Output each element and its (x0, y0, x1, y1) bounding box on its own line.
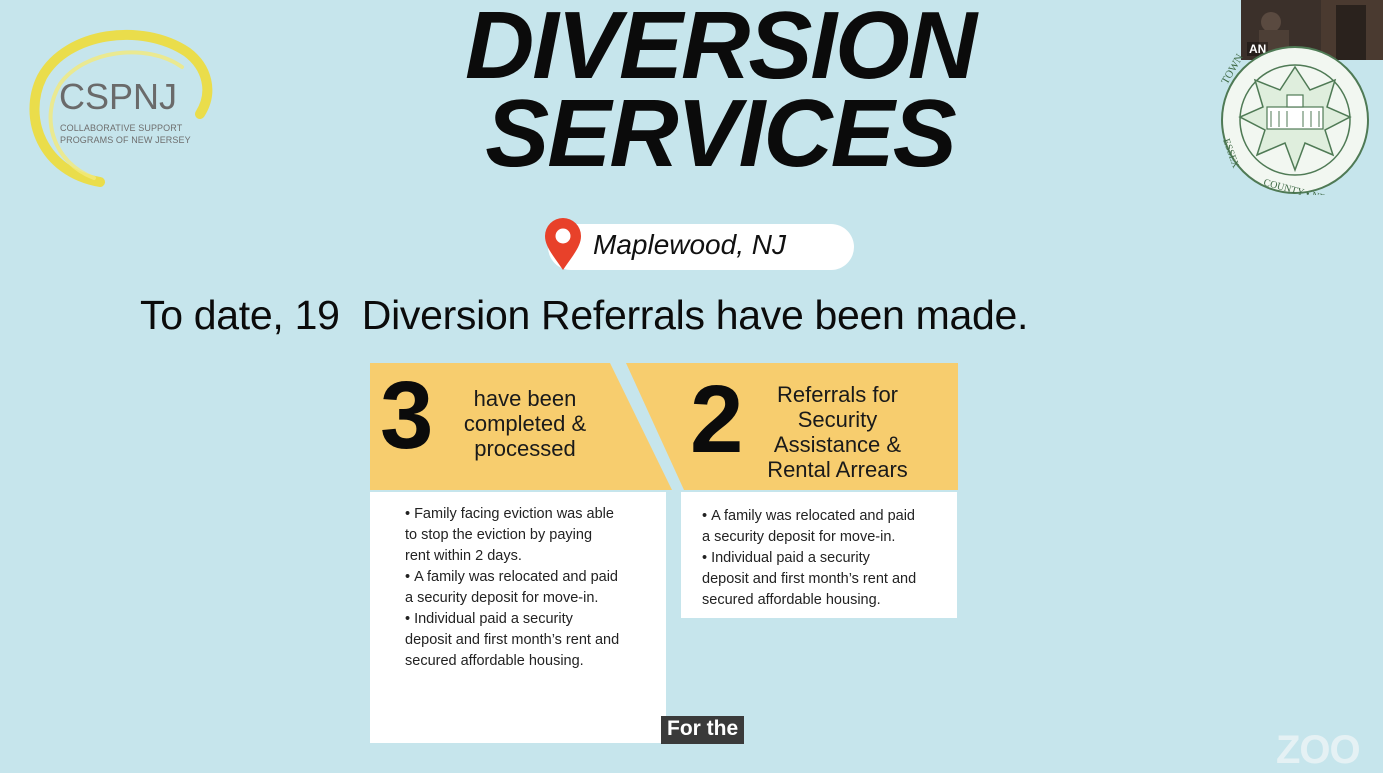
zoom-watermark: ZOO (1276, 728, 1361, 772)
logo-arc-icon (29, 29, 213, 187)
cspnj-logo: CSPNJ COLLABORATIVE SUPPORT PROGRAMS OF … (22, 22, 222, 187)
township-seal-icon: TOWN COUNTY • NEW ESSEX (1205, 45, 1381, 207)
security-heading: Referrals for Security Assistance & Rent… (750, 382, 925, 482)
title-line-1: DIVERSION (464, 0, 977, 99)
card-completed-header-shape (370, 363, 672, 490)
location-pin-icon (545, 218, 581, 270)
security-heading-line: Assistance & (773, 432, 902, 457)
location-pill: Maplewood, NJ (545, 218, 854, 270)
slide-title: DIVERSION SERVICES (380, 0, 1060, 187)
live-caption: For the (661, 716, 745, 744)
logo-subtitle-line1: COLLABORATIVE SUPPORT (60, 123, 183, 133)
completed-heading: have been completed & processed (445, 386, 605, 461)
card-security-header-shape (626, 363, 958, 490)
completed-heading-line: processed (474, 436, 576, 461)
location-text: Maplewood, NJ (593, 229, 786, 260)
participant-video[interactable]: AN (1241, 0, 1383, 60)
referrals-headline: To date, 19 Diversion Referrals have bee… (140, 292, 1029, 338)
security-heading-line: Referrals for (776, 382, 899, 407)
completed-heading-line: have been (473, 386, 577, 411)
participant-name: AN (1247, 42, 1269, 56)
title-line-2: SERVICES (485, 80, 956, 187)
security-heading-line: Security (797, 407, 878, 432)
logo-name: CSPNJ (59, 76, 178, 117)
completed-heading-line: completed & (463, 411, 587, 436)
completed-count: 3 (380, 362, 434, 469)
security-heading-line: Rental Arrears (767, 457, 908, 482)
logo-subtitle-line2: PROGRAMS OF NEW JERSEY (60, 135, 191, 145)
security-count: 2 (690, 366, 744, 473)
